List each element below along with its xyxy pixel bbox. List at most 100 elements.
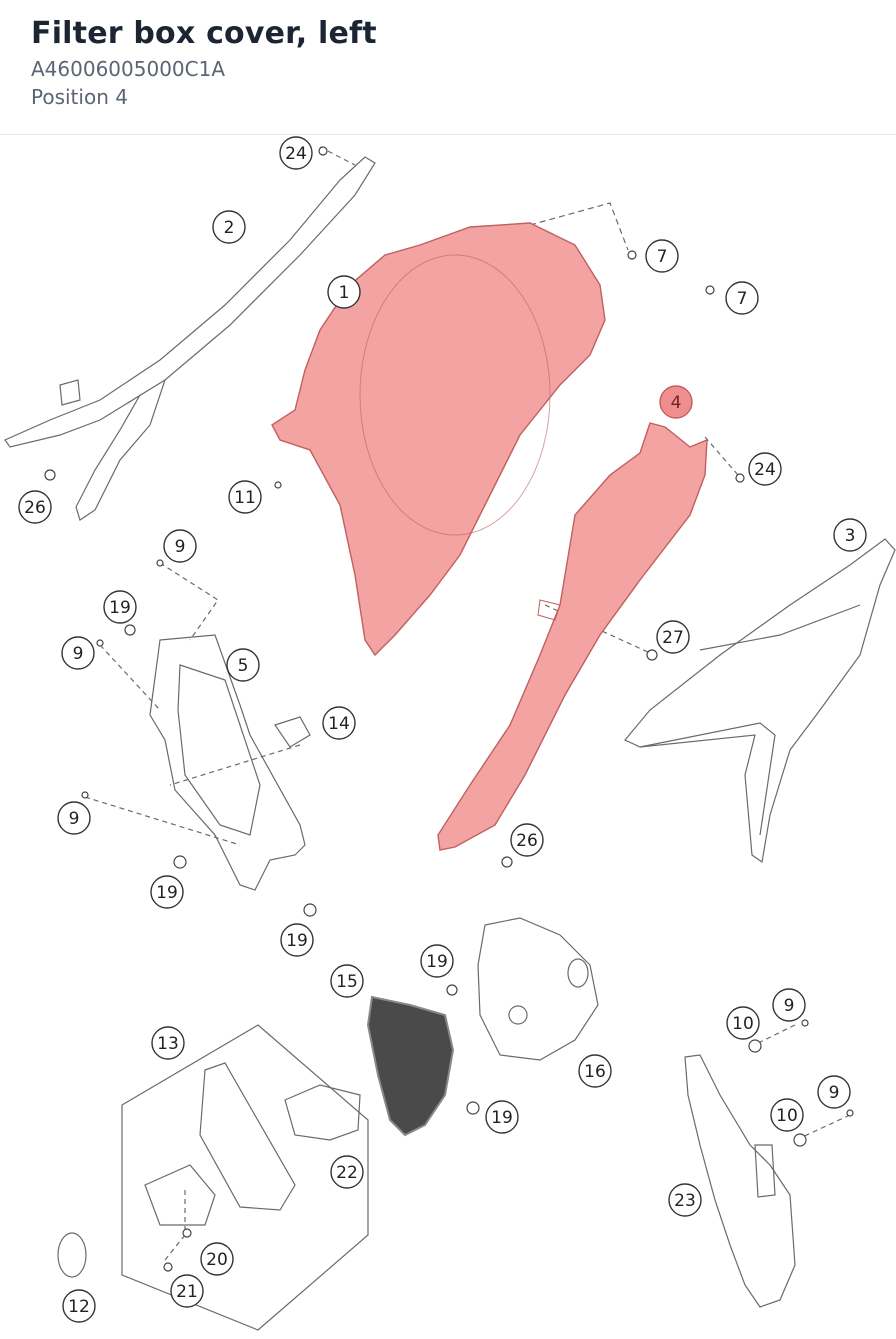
part-5-frame-outline bbox=[149, 634, 306, 891]
callout[interactable]: 24 bbox=[748, 452, 782, 486]
callout-label: 19 bbox=[491, 1108, 513, 1128]
callout[interactable]: 14 bbox=[322, 706, 356, 740]
callout-label: 10 bbox=[732, 1014, 754, 1034]
callout[interactable]: 19 bbox=[103, 590, 137, 624]
callout-circle bbox=[668, 1183, 702, 1217]
callout-circle bbox=[163, 529, 197, 563]
callout[interactable]: 22 bbox=[330, 1155, 364, 1189]
part-16-hole bbox=[567, 958, 589, 988]
callout[interactable]: 19 bbox=[150, 875, 184, 909]
callout-circle bbox=[725, 281, 759, 315]
part-13-intake-boot bbox=[144, 1164, 216, 1226]
callout[interactable]: 9 bbox=[163, 529, 197, 563]
callout[interactable]: 9 bbox=[61, 636, 95, 670]
callout-circle bbox=[645, 239, 679, 273]
callout-label: 16 bbox=[584, 1062, 606, 1082]
part-2-tab bbox=[59, 379, 81, 406]
callout-circle bbox=[327, 275, 361, 309]
callout-selected[interactable]: 4 bbox=[659, 385, 693, 419]
part-1-filter-box-highlight bbox=[271, 222, 606, 657]
part-22-duct bbox=[284, 1084, 361, 1141]
callout[interactable]: 16 bbox=[578, 1054, 612, 1088]
callout[interactable]: 19 bbox=[485, 1100, 519, 1134]
callout-circle bbox=[212, 210, 246, 244]
callout-label: 9 bbox=[175, 537, 186, 557]
callout[interactable]: 9 bbox=[772, 988, 806, 1022]
part-header: Filter box cover, left A46006005000C1A P… bbox=[0, 0, 896, 135]
callout-label: 26 bbox=[24, 498, 46, 518]
leader-9-left bbox=[99, 644, 161, 711]
callout[interactable]: 7 bbox=[725, 281, 759, 315]
callout[interactable]: 3 bbox=[833, 518, 867, 552]
callout[interactable]: 10 bbox=[770, 1098, 804, 1132]
leader-24-right bbox=[704, 436, 739, 476]
part-2-lower-leg bbox=[75, 379, 166, 521]
callout-label: 9 bbox=[69, 809, 80, 829]
leader-9-5 bbox=[159, 562, 219, 641]
part-23-guard-outline bbox=[684, 1054, 796, 1308]
callout[interactable]: 13 bbox=[151, 1026, 185, 1060]
callout-circle bbox=[280, 923, 314, 957]
bolt-9-e bbox=[846, 1109, 854, 1117]
callout-circle bbox=[770, 1098, 804, 1132]
callout[interactable]: 5 bbox=[226, 648, 260, 682]
callout-label: 5 bbox=[238, 656, 249, 676]
callout[interactable]: 19 bbox=[280, 923, 314, 957]
callout-label: 19 bbox=[286, 931, 308, 951]
part-13-group-box bbox=[121, 1024, 369, 1331]
callout-circle bbox=[726, 1006, 760, 1040]
leader-9-lower bbox=[84, 796, 241, 846]
nut-19-a bbox=[124, 624, 136, 636]
callout-label: 19 bbox=[109, 598, 131, 618]
part-12-clamp bbox=[57, 1232, 87, 1278]
callout[interactable]: 27 bbox=[656, 620, 690, 654]
part-2-frame-outline bbox=[4, 156, 376, 448]
callout[interactable]: 7 bbox=[645, 239, 679, 273]
callout-label: 9 bbox=[73, 644, 84, 664]
callout[interactable]: 12 bbox=[62, 1289, 96, 1323]
bolt-9-d bbox=[801, 1019, 809, 1027]
bolt-26-left bbox=[44, 469, 56, 481]
callout[interactable]: 19 bbox=[420, 944, 454, 978]
callout-label: 2 bbox=[224, 218, 235, 238]
callout-label: 27 bbox=[662, 628, 684, 648]
callout-label: 15 bbox=[336, 972, 358, 992]
callout[interactable]: 24 bbox=[279, 136, 313, 170]
leader-24-top bbox=[319, 146, 356, 166]
part-4-mount-tab bbox=[537, 599, 561, 621]
callout[interactable]: 26 bbox=[510, 823, 544, 857]
callout[interactable]: 23 bbox=[668, 1183, 702, 1217]
callout[interactable]: 2 bbox=[212, 210, 246, 244]
callout[interactable]: 9 bbox=[57, 801, 91, 835]
part-4-cover-highlight bbox=[437, 422, 708, 851]
callout[interactable]: 26 bbox=[18, 490, 52, 524]
callout[interactable]: 20 bbox=[200, 1242, 234, 1276]
callout[interactable]: 21 bbox=[170, 1274, 204, 1308]
callout-label: 7 bbox=[737, 289, 748, 309]
callout[interactable]: 10 bbox=[726, 1006, 760, 1040]
callout-label: 20 bbox=[206, 1250, 228, 1270]
callout-circle bbox=[18, 490, 52, 524]
callout-circle bbox=[817, 1075, 851, 1109]
callout-circle bbox=[772, 988, 806, 1022]
part-14-clamp bbox=[274, 716, 311, 748]
callout-circle bbox=[330, 1155, 364, 1189]
callout[interactable]: 15 bbox=[330, 964, 364, 998]
callout-label: 9 bbox=[829, 1083, 840, 1103]
callout-circle bbox=[485, 1100, 519, 1134]
callout[interactable]: 9 bbox=[817, 1075, 851, 1109]
callout[interactable]: 1 bbox=[327, 275, 361, 309]
callout-label: 24 bbox=[285, 144, 307, 164]
part-number: A46006005000C1A bbox=[31, 57, 226, 81]
callout-label: 19 bbox=[156, 883, 178, 903]
callout-circle bbox=[578, 1054, 612, 1088]
callout-list: 2421774241126391995271492619191915161391… bbox=[18, 136, 867, 1323]
callout[interactable]: 11 bbox=[228, 480, 262, 514]
callout-circle bbox=[151, 1026, 185, 1060]
bolt-9-c bbox=[81, 791, 89, 799]
bolt-9-a bbox=[156, 559, 164, 567]
part-3-ridge bbox=[699, 604, 861, 651]
callout-label: 13 bbox=[157, 1034, 179, 1054]
callout-label: 24 bbox=[754, 460, 776, 480]
